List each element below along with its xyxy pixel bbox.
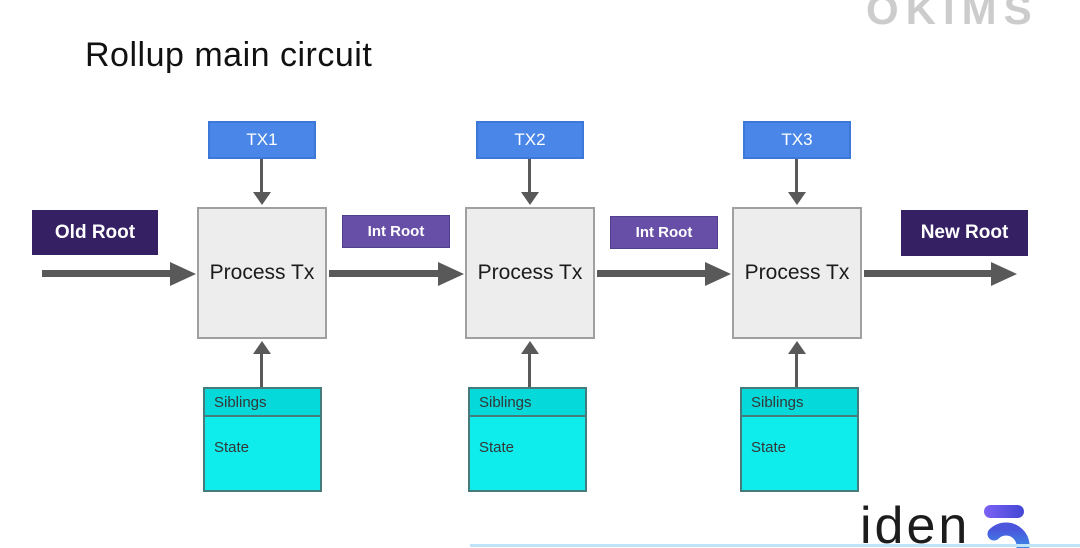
bottom-accent-line: [470, 544, 1080, 547]
process2-node: Process Tx: [465, 207, 595, 339]
arrow-memory1-to-process1: [260, 353, 263, 387]
tx2-node: TX2: [476, 121, 584, 159]
iden3-logo-text: iden: [860, 497, 971, 548]
arrow-process1-to-process2: [329, 270, 439, 277]
arrow-oldroot-to-process1: [42, 270, 171, 277]
tx1-node: TX1: [208, 121, 316, 159]
arrow-tx3-to-process3: [795, 159, 798, 193]
page-title: Rollup main circuit: [85, 36, 373, 74]
memory-node-2: Siblings State: [468, 387, 587, 492]
arrow-process3-to-newroot: [864, 270, 992, 277]
int-root-node-1: Int Root: [342, 215, 450, 248]
process3-node: Process Tx: [732, 207, 862, 339]
arrow-tx1-to-process1: [260, 159, 263, 193]
siblings-label: Siblings: [470, 389, 585, 417]
state-label: State: [751, 439, 787, 456]
watermark-text: OKIMS: [866, 0, 1039, 33]
process1-node: Process Tx: [197, 207, 327, 339]
state-label: State: [214, 439, 250, 456]
arrow-process2-to-process3: [597, 270, 706, 277]
memory-node-3: Siblings State: [740, 387, 859, 492]
siblings-label: Siblings: [742, 389, 857, 417]
iden3-numeral-icon: [984, 505, 1030, 548]
iden3-logo: iden: [860, 497, 1030, 548]
tx3-node: TX3: [743, 121, 851, 159]
arrow-tx2-to-process2: [528, 159, 531, 193]
memory-node-1: Siblings State: [203, 387, 322, 492]
state-label: State: [479, 439, 515, 456]
siblings-label: Siblings: [205, 389, 320, 417]
int-root-node-2: Int Root: [610, 216, 718, 249]
new-root-node: New Root: [901, 210, 1028, 256]
arrow-memory2-to-process2: [528, 353, 531, 387]
arrow-memory3-to-process3: [795, 353, 798, 387]
old-root-node: Old Root: [32, 210, 158, 255]
